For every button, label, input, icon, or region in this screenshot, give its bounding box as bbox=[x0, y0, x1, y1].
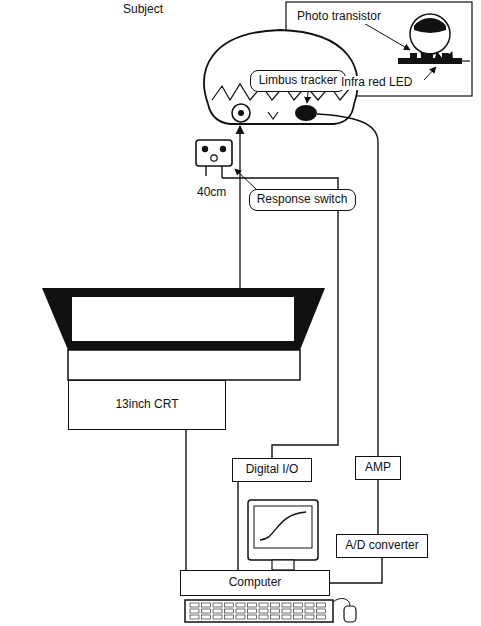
computer-box: Computer bbox=[180, 570, 330, 596]
crt-monitor bbox=[42, 288, 325, 380]
signal-wire bbox=[237, 482, 238, 570]
box-label: Digital I/O bbox=[246, 463, 299, 477]
callout-box: Response switch bbox=[249, 189, 356, 211]
callout-box: Limbus tracker bbox=[250, 70, 346, 92]
box-label: 13inch CRT bbox=[115, 398, 178, 412]
computer-set bbox=[185, 500, 356, 622]
signal-wire bbox=[377, 480, 378, 534]
subject-label: Subject bbox=[122, 3, 164, 17]
part-label: Infra red LED bbox=[340, 76, 413, 90]
signal-wire bbox=[185, 430, 186, 570]
converter-box: A/D converter bbox=[336, 534, 428, 558]
distance-arrow bbox=[239, 126, 240, 300]
subject-head bbox=[204, 30, 378, 456]
crt-box: 13inch CRT bbox=[68, 380, 226, 430]
part-label: Photo transistor bbox=[296, 10, 382, 24]
interface-box: Digital I/O bbox=[232, 458, 312, 482]
dimension-label: 40cm bbox=[196, 186, 227, 200]
box-label: Response switch bbox=[257, 193, 348, 207]
box-label: AMP bbox=[365, 461, 391, 475]
box-label: Computer bbox=[229, 576, 282, 590]
amp-box: AMP bbox=[355, 456, 401, 480]
box-label: Limbus tracker bbox=[259, 74, 338, 88]
box-label: A/D converter bbox=[345, 539, 418, 553]
signal-wire bbox=[330, 558, 382, 583]
